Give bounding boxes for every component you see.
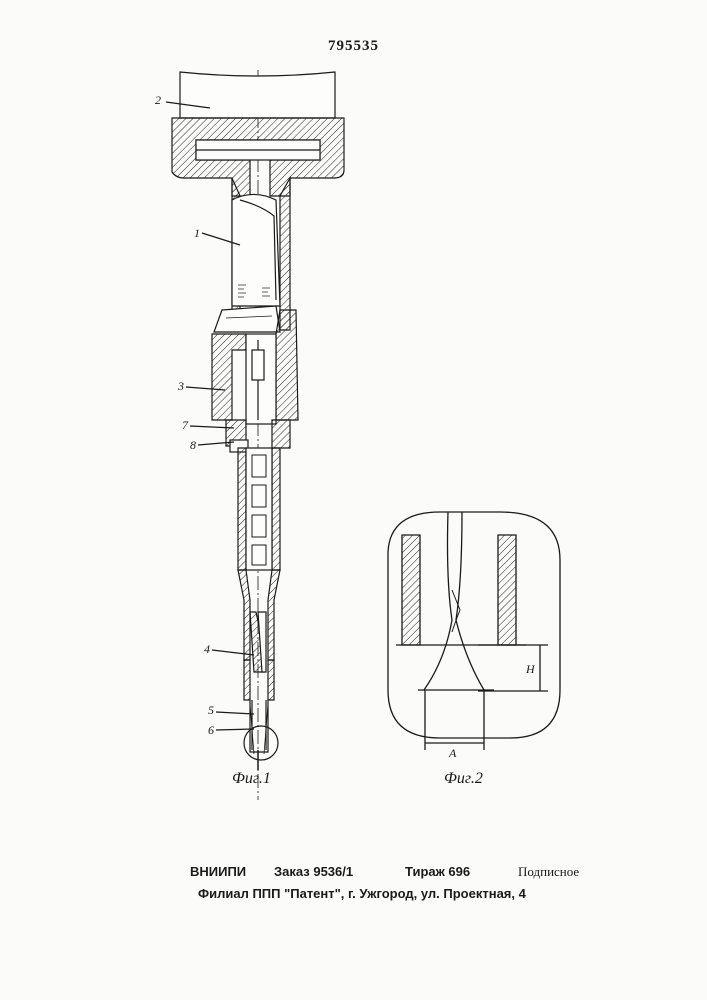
caption-fig-2: Фиг.2 xyxy=(444,770,483,788)
label-part-3: 3 xyxy=(178,379,184,394)
figure-2-drawing xyxy=(388,512,560,750)
label-part-1: 1 xyxy=(194,226,200,241)
figure-1-drawing xyxy=(166,70,344,800)
label-part-6: 6 xyxy=(208,723,214,738)
footer-subscription: Подписное xyxy=(518,864,579,880)
footer-org: ВНИИПИ xyxy=(190,864,246,879)
label-dim-a: A xyxy=(449,746,456,761)
footer-order: Заказ 9536/1 xyxy=(274,864,353,879)
footer-circulation: Тираж 696 xyxy=(405,864,470,879)
label-dim-h: H xyxy=(526,662,535,677)
label-part-4: 4 xyxy=(204,642,210,657)
label-part-8: 8 xyxy=(190,438,196,453)
cap-part-2 xyxy=(180,72,335,118)
label-part-5: 5 xyxy=(208,703,214,718)
label-part-2: 2 xyxy=(155,93,161,108)
caption-fig-1: Фиг.1 xyxy=(232,770,271,788)
footer-branch: Филиал ППП "Патент", г. Ужгород, ул. Про… xyxy=(198,886,526,901)
label-part-7: 7 xyxy=(182,418,188,433)
